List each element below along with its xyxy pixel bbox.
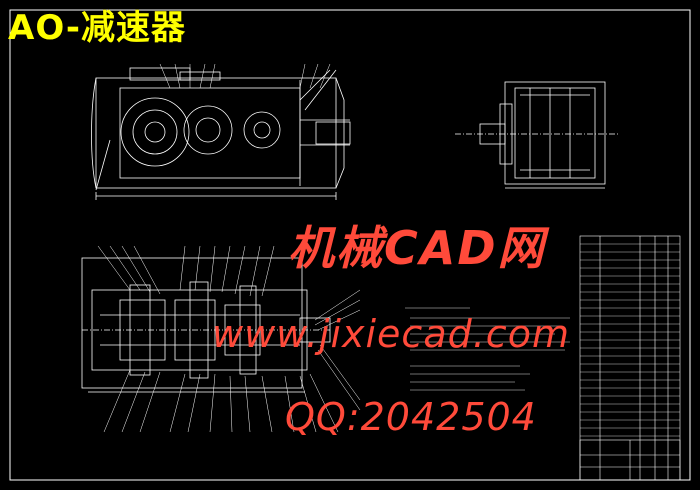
- parts-list-rows: [580, 243, 680, 437]
- title-block: [579, 439, 681, 481]
- technical-notes-lines: [405, 307, 570, 391]
- top-view: [91, 67, 351, 200]
- top-view-leaders: [159, 63, 331, 89]
- drawing-border: [9, 9, 691, 481]
- side-view: [455, 81, 620, 189]
- section-view-leaders: [97, 245, 361, 433]
- drawing-title: AO-减速器: [8, 8, 186, 48]
- watermark-site-name: 机械CAD网: [288, 221, 546, 275]
- watermark-url: www.jixiecad.com: [212, 312, 570, 356]
- parts-list-table: [579, 235, 681, 481]
- watermark-qq: QQ:2042504: [285, 395, 537, 439]
